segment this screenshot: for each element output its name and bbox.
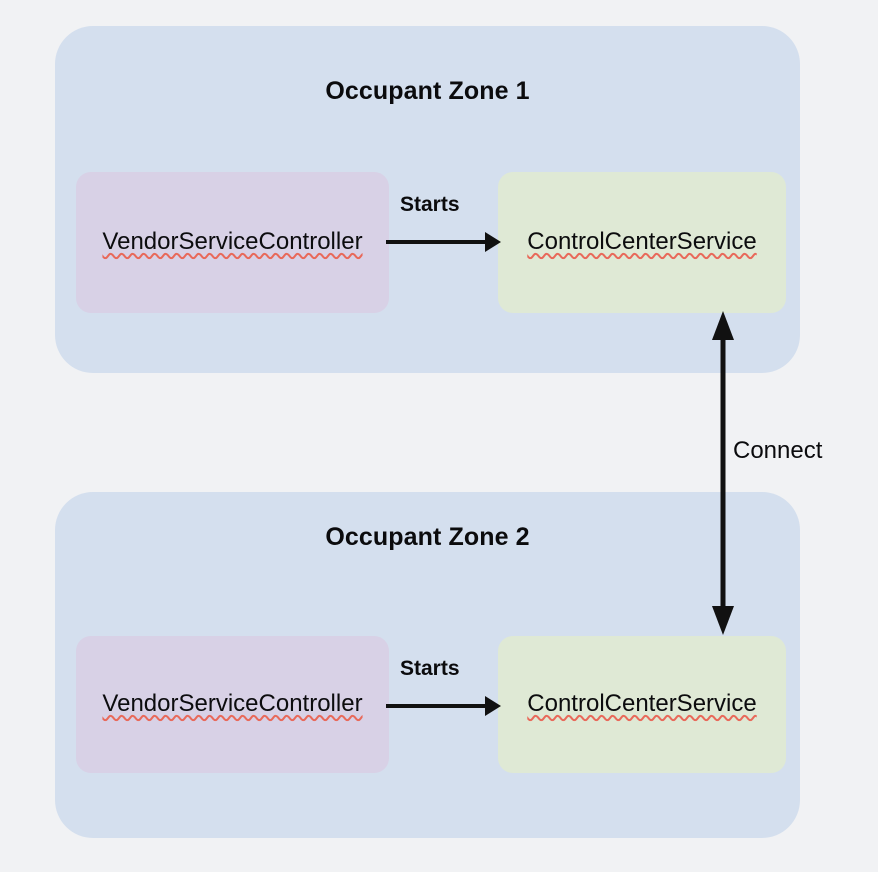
node-label: VendorServiceController [102,228,363,256]
node-label: ControlCenterService [527,690,757,718]
node-label: ControlCenterService [527,228,757,256]
node-control-center-service[interactable]: ControlCenterService [498,172,786,313]
node-vendor-service-controller[interactable]: VendorServiceController [76,636,389,773]
zone-title: Occupant Zone 1 [325,77,530,105]
zone-title: Occupant Zone 2 [325,523,530,551]
zone-container-occupant-zone-2: Occupant Zone 2 VendorServiceController … [55,492,800,838]
node-label: VendorServiceController [102,690,363,718]
node-vendor-service-controller[interactable]: VendorServiceController [76,172,389,313]
starts-arrow-label: Starts [400,193,460,216]
zone-container-occupant-zone-1: Occupant Zone 1 VendorServiceController … [55,26,800,373]
node-control-center-service[interactable]: ControlCenterService [498,636,786,773]
starts-arrow-label: Starts [400,657,460,680]
connect-arrow-label: Connect [733,437,823,464]
